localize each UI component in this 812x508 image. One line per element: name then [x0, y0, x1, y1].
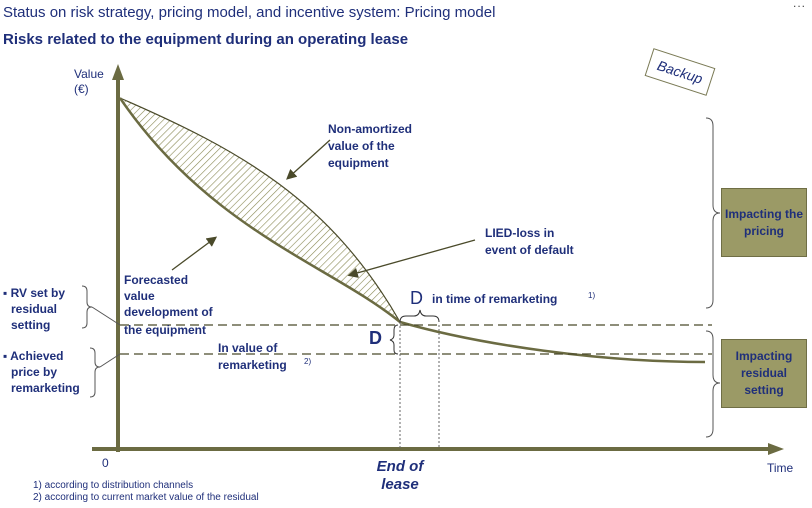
delta-time-symbol: D — [410, 288, 423, 308]
svg-text:remarketing: remarketing — [218, 358, 287, 372]
achieved-label: ▪ Achieved price by remarketing — [3, 349, 80, 395]
rv-brace — [81, 285, 93, 329]
origin-label: 0 — [102, 456, 109, 470]
non-amortized-curve — [119, 97, 401, 323]
svg-text:value of the: value of the — [328, 139, 395, 153]
lied-label: LIED-loss in event of default — [485, 226, 574, 257]
x-axis-label: Time — [767, 461, 794, 475]
svg-text:the equipment: the equipment — [124, 323, 206, 337]
svg-text:setting: setting — [11, 318, 50, 332]
footnote-2: 2) according to current market value of … — [33, 492, 259, 503]
lied-arrow — [347, 239, 476, 278]
rv-label: ▪ RV set by residual setting — [3, 286, 65, 332]
value-delta-brace — [389, 324, 399, 355]
page-title: Status on risk strategy, pricing model, … — [3, 4, 496, 21]
impacting-pricing-box: Impacting the pricing — [721, 188, 807, 257]
delta-time-label: in time of remarketing — [432, 292, 557, 306]
x-axis-arrow — [768, 443, 784, 455]
y-axis-unit: (€) — [74, 82, 89, 96]
residual-brace — [705, 330, 721, 438]
backup-badge: Backup — [644, 48, 716, 96]
end-of-lease-label-1: End of — [377, 458, 426, 475]
svg-text:2): 2) — [304, 357, 311, 366]
svg-text:▪ Achieved: ▪ Achieved — [3, 349, 64, 363]
svg-text:value: value — [124, 289, 155, 303]
svg-text:Non-amortized: Non-amortized — [328, 122, 412, 136]
y-axis-arrow — [112, 64, 124, 80]
achieved-brace — [89, 347, 101, 398]
forecasted-label: Forecasted value development of the equi… — [124, 273, 214, 337]
y-axis-label: Value — [74, 67, 104, 81]
non-amortized-label: Non-amortized value of the equipment — [328, 122, 412, 170]
delta-value-symbol: D — [369, 328, 382, 348]
footnote-1: 1) according to distribution channels — [33, 480, 194, 491]
forecasted-curve — [118, 97, 706, 364]
svg-text:In value of: In value of — [218, 341, 278, 355]
page-subtitle: Risks related to the equipment during an… — [3, 31, 409, 48]
svg-text:price by: price by — [11, 365, 57, 379]
rv-connector — [91, 306, 121, 326]
svg-text:event of default: event of default — [485, 243, 574, 257]
svg-text:▪ RV set by: ▪ RV set by — [3, 286, 65, 300]
svg-text:equipment: equipment — [328, 156, 389, 170]
impacting-residual-box: Impacting residual setting — [721, 339, 807, 408]
svg-text:remarketing: remarketing — [11, 381, 80, 395]
pricing-brace — [705, 117, 721, 309]
in-value-label: In value of remarketing 2) — [218, 341, 311, 372]
svg-text:development of: development of — [124, 305, 214, 319]
non-amortized-arrow — [286, 139, 331, 180]
svg-text:LIED-loss in: LIED-loss in — [485, 226, 554, 240]
forecasted-arrow — [171, 236, 218, 271]
lied-loss-area — [120, 98, 400, 322]
more-menu-icon[interactable]: ... — [792, 0, 806, 10]
svg-text:residual: residual — [11, 302, 57, 316]
achieved-connector — [99, 353, 121, 368]
time-delta-brace — [399, 309, 440, 323]
svg-text:Forecasted: Forecasted — [124, 273, 188, 287]
end-of-lease-label-2: lease — [381, 476, 419, 493]
delta-time-sup: 1) — [588, 291, 595, 300]
